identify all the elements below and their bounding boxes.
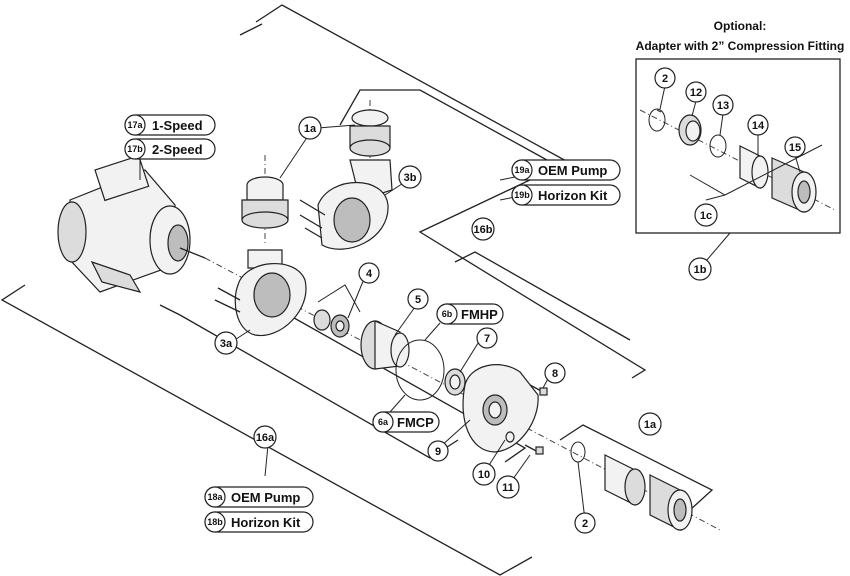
callout-12: 12 bbox=[685, 81, 707, 103]
callout-3b: 3b bbox=[398, 165, 422, 189]
svg-text:6a: 6a bbox=[378, 417, 389, 427]
svg-text:8: 8 bbox=[552, 368, 558, 380]
svg-text:1b: 1b bbox=[694, 264, 707, 276]
callout-15: 15 bbox=[784, 136, 806, 158]
svg-text:OEM Pump: OEM Pump bbox=[231, 490, 300, 505]
callout-8: 8 bbox=[544, 362, 566, 384]
callout-1a-top: 1a bbox=[298, 116, 322, 140]
svg-text:1a: 1a bbox=[644, 419, 657, 431]
svg-text:2: 2 bbox=[662, 73, 668, 85]
callout-16a: 16a bbox=[253, 425, 277, 449]
callout-2-top: 2 bbox=[654, 67, 676, 89]
callout-1b: 1b bbox=[688, 257, 712, 281]
svg-text:18a: 18a bbox=[207, 492, 223, 502]
svg-text:10: 10 bbox=[478, 469, 490, 481]
label-17a: 17a 1-Speed bbox=[124, 114, 216, 136]
svg-text:9: 9 bbox=[435, 446, 441, 458]
label-19b: 19b Horizon Kit bbox=[511, 184, 621, 206]
svg-text:4: 4 bbox=[366, 268, 373, 280]
union-fitting-left bbox=[241, 176, 289, 229]
svg-text:1c: 1c bbox=[700, 210, 712, 222]
callout-2-bottom: 2 bbox=[574, 512, 596, 534]
optional-title: Optional: bbox=[714, 19, 767, 33]
motor bbox=[57, 155, 206, 293]
label-18b: 18b Horizon Kit bbox=[204, 511, 314, 533]
svg-text:15: 15 bbox=[789, 142, 801, 154]
svg-text:5: 5 bbox=[415, 294, 421, 306]
faceplate bbox=[462, 364, 539, 453]
svg-text:16a: 16a bbox=[256, 432, 275, 444]
callout-1a-bottom: 1a bbox=[638, 412, 662, 436]
bracket-1a-top bbox=[339, 89, 566, 171]
optional-subtitle: Adapter with 2” Compression Fitting bbox=[636, 39, 845, 53]
svg-text:17a: 17a bbox=[127, 120, 143, 130]
volute-3a bbox=[214, 249, 307, 337]
screw-11 bbox=[524, 444, 544, 455]
optional-adapter-box: Optional: Adapter with 2” Compression Fi… bbox=[635, 19, 845, 269]
svg-text:14: 14 bbox=[752, 120, 765, 132]
callout-13: 13 bbox=[712, 94, 734, 116]
callout-14: 14 bbox=[747, 114, 769, 136]
volute-3b bbox=[299, 159, 393, 250]
svg-text:6b: 6b bbox=[442, 309, 453, 319]
callout-5: 5 bbox=[407, 288, 429, 310]
callout-1c: 1c bbox=[694, 203, 718, 227]
wear-ring bbox=[444, 368, 466, 396]
svg-text:3a: 3a bbox=[220, 338, 233, 350]
svg-text:2: 2 bbox=[582, 518, 588, 530]
callout-7: 7 bbox=[476, 327, 498, 349]
o-ring bbox=[395, 339, 445, 401]
label-19a: 19a OEM Pump bbox=[511, 159, 621, 181]
svg-text:Horizon Kit: Horizon Kit bbox=[231, 515, 301, 530]
svg-text:1-Speed: 1-Speed bbox=[152, 118, 203, 133]
svg-text:OEM Pump: OEM Pump bbox=[538, 163, 607, 178]
svg-text:2-Speed: 2-Speed bbox=[152, 142, 203, 157]
bracket-16b bbox=[239, 4, 647, 379]
callout-3a: 3a bbox=[214, 331, 238, 355]
svg-text:FMCP: FMCP bbox=[397, 415, 434, 430]
union-fitting-bottom bbox=[570, 441, 693, 531]
label-6b: 6b FMHP bbox=[436, 303, 504, 325]
label-18a: 18a OEM Pump bbox=[204, 486, 314, 508]
svg-text:FMHP: FMHP bbox=[461, 307, 498, 322]
callout-9: 9 bbox=[427, 440, 449, 462]
svg-text:13: 13 bbox=[717, 100, 729, 112]
callout-11: 11 bbox=[496, 475, 520, 499]
svg-text:17b: 17b bbox=[127, 144, 143, 154]
callout-16b: 16b bbox=[471, 217, 495, 241]
label-6a: 6a FMCP bbox=[372, 411, 440, 433]
bracket-16b-inner bbox=[454, 251, 631, 341]
clip-10 bbox=[505, 431, 515, 443]
svg-text:7: 7 bbox=[484, 333, 490, 345]
svg-text:16b: 16b bbox=[474, 224, 493, 236]
svg-text:19b: 19b bbox=[514, 190, 530, 200]
union-fitting-right bbox=[349, 109, 391, 157]
bracket-1a-bottom bbox=[559, 424, 714, 511]
svg-text:3b: 3b bbox=[404, 172, 417, 184]
label-17b: 17b 2-Speed bbox=[124, 138, 216, 160]
svg-text:Horizon Kit: Horizon Kit bbox=[538, 188, 608, 203]
impeller bbox=[360, 320, 410, 370]
svg-text:1a: 1a bbox=[304, 123, 317, 135]
callout-10: 10 bbox=[472, 462, 496, 486]
callout-4: 4 bbox=[358, 262, 380, 284]
seal bbox=[313, 284, 361, 338]
svg-text:11: 11 bbox=[502, 482, 514, 494]
svg-text:18b: 18b bbox=[207, 517, 223, 527]
svg-text:19a: 19a bbox=[514, 165, 530, 175]
svg-text:12: 12 bbox=[690, 87, 702, 99]
